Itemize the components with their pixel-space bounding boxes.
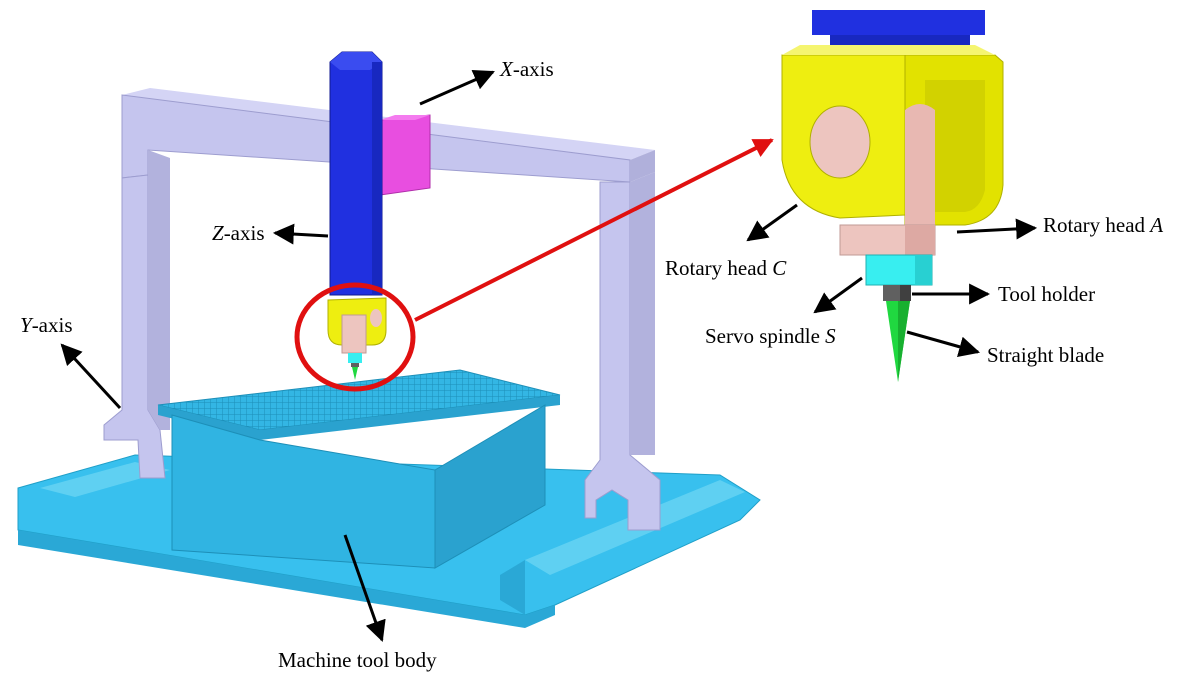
highlight-circle [294,282,416,392]
highlight-arrow [414,138,774,322]
body-arrow [343,534,386,642]
rotary-c-arrow [746,203,798,242]
z-axis-arrow [272,223,329,245]
z-axis-column [329,51,383,296]
spindle-arrow [813,276,863,314]
small-head-assembly [327,297,387,380]
rotary-a-arrow [956,218,1038,240]
rotary-head-a-label: Rotary head A [1043,213,1163,237]
z-axis-label: Z-axis [212,221,265,245]
servo-spindle-label: Servo spindle S [705,324,836,348]
y-axis-arrow [60,343,122,410]
blade-arrow [906,330,981,357]
straight-blade-label: Straight blade [987,343,1104,367]
y-axis-label: Y-axis [20,313,73,337]
x-axis-arrow [419,69,495,106]
gantry-frame [103,88,661,531]
x-axis-label: X-axis [499,57,554,81]
labels: X-axis Z-axis Y-axis Machine tool body R… [20,57,1163,672]
highlight-callout [294,138,774,392]
zoomed-head-assembly [781,10,1004,382]
rotary-head-c-label: Rotary head C [665,256,787,280]
leader-arrows [60,69,1038,642]
machine-tool-body [157,369,561,569]
tool-holder-label: Tool holder [998,282,1095,306]
x-axis-slider [379,114,431,196]
machine-tool-body-label: Machine tool body [278,648,437,672]
